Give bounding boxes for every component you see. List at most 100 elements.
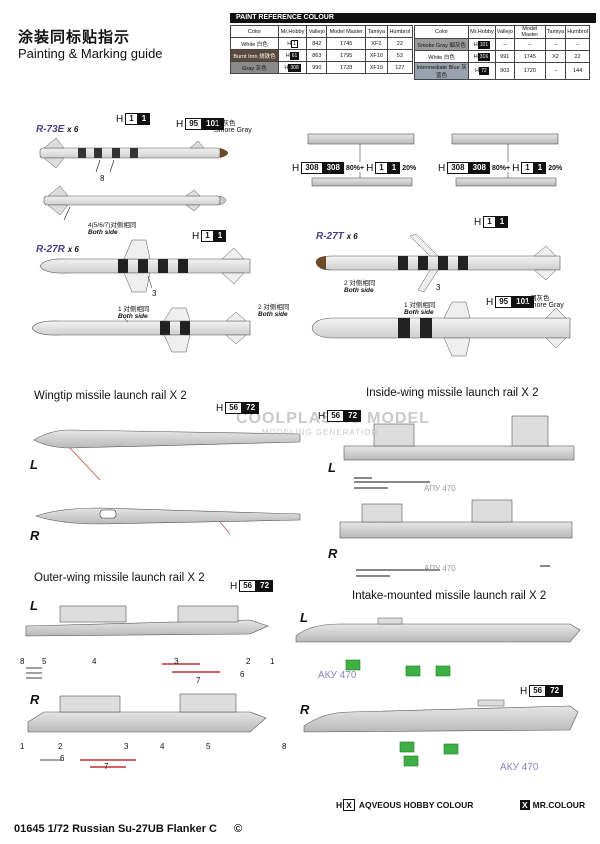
outer-num: 5 [42,657,47,666]
title-english: Painting & Marking guide [18,46,163,61]
humbrol-code: 144 [565,62,590,80]
r27t-smoke-cn: 烟灰色 [530,295,550,302]
r73e-label: R-73E x 6 [36,124,79,135]
intake-stencil-right: АКУ 470 [500,762,539,773]
outer-wing-rail-left [25,605,269,679]
outer-num: 2 [58,742,63,751]
r73e-smoke-en: Smore Gray [214,127,252,134]
paint-table-left: Color Mr.Hobby Vallejo Model Master Tami… [230,25,414,74]
vallejo-code: 990 [306,61,328,74]
color-name: Burnt Iron 烧铁色 [230,49,279,62]
title-chinese: 涂装同标贴指示 [18,29,131,46]
intake-rail-right [303,699,579,767]
tamiya-code: XF19 [365,61,388,74]
watermark-line2: MODELING GENERATION [262,428,379,437]
r27t-label: R-27T x 6 [316,231,358,242]
outer-wing-rail-right [27,693,267,768]
inside-wing-rail-left [343,415,575,489]
r73e-missile-bottom [43,185,227,221]
humbrol-code: 127 [386,61,414,74]
outer-num: 1 [270,657,275,666]
paint-table-right: Color Mr.Hobby Vallejo Model Master Tami… [413,25,590,80]
outer-num: 8 [20,657,25,666]
inside-right-mark: R [328,546,338,561]
rail-upper-left [307,133,415,187]
intake-left-mark: L [300,610,308,625]
outer-num: 1 [20,742,25,751]
intake-stencil-left: АКУ 470 [318,670,357,681]
wingtip-right-mark: R [30,528,40,543]
vallejo-code: 903 [494,62,515,80]
inside-stencil-right: АПУ 470 [424,564,456,573]
color-name: White 白色 [413,50,470,63]
wingtip-rail-title: Wingtip missile launch rail X 2 [34,390,187,402]
mm-code: 1720 [513,62,546,80]
color-name: Gray 灰色 [230,61,279,74]
wingtip-rail-left [33,429,301,481]
r27t-callout-3: 3 [436,283,441,292]
outer-num: 2 [246,657,251,666]
r27t-missile-top [315,233,561,293]
wingtip-left-mark: L [30,457,38,472]
outer-num: 4 [92,657,97,666]
r27r-missile-bottom [31,307,251,353]
outer-num: 4 [160,742,165,751]
col-model-master: Model Master [513,25,546,39]
color-name: Smoke Gray 烟灰色 [413,38,470,51]
intake-right-mark: R [300,702,310,717]
inside-stencil-left: АПУ 470 [424,484,456,493]
r27t-smoke-en: Smore Gray [526,302,564,309]
r27r-callout-3: 3 [152,289,157,298]
outer-rail-title: Outer-wing missile launch rail X 2 [34,572,205,584]
outer-num: 8 [282,742,287,751]
r27t-missile-bottom [311,301,571,357]
outer-num: 6 [60,754,65,763]
intake-rail-left [295,617,581,677]
color-name: Intermediate Blue 灰蓝色 [413,62,470,80]
wingtip-rail-right [35,507,301,535]
outer-num: 3 [174,657,179,666]
inside-wing-rail-right [339,499,573,577]
outer-left-mark: L [30,598,38,613]
footer-title: 01645 1/72 Russian Su-27UB Flanker C © [14,823,243,835]
rail-upper-right [451,133,559,187]
tamiya-code: – [544,62,567,80]
mm-code: 1728 [326,61,367,74]
intake-rail-title: Intake-mounted missile launch rail X 2 [352,590,547,602]
inside-left-mark: L [328,460,336,475]
outer-num: 7 [104,762,109,771]
inside-rail-title: Inside-wing missile launch rail X 2 [366,387,539,399]
r27r-label: R-27R x 6 [36,244,79,255]
outer-num: 6 [240,670,245,679]
outer-num: 5 [206,742,211,751]
r73e-missile-top [39,137,228,173]
r73e-smoke-cn: 烟灰色 [216,120,236,127]
outer-num: 3 [124,742,129,751]
r73e-callout-8: 8 [100,174,105,183]
r27r-missile-top [39,239,251,293]
paint-table-title: PAINT REFERENCE COLOUR [230,13,596,23]
